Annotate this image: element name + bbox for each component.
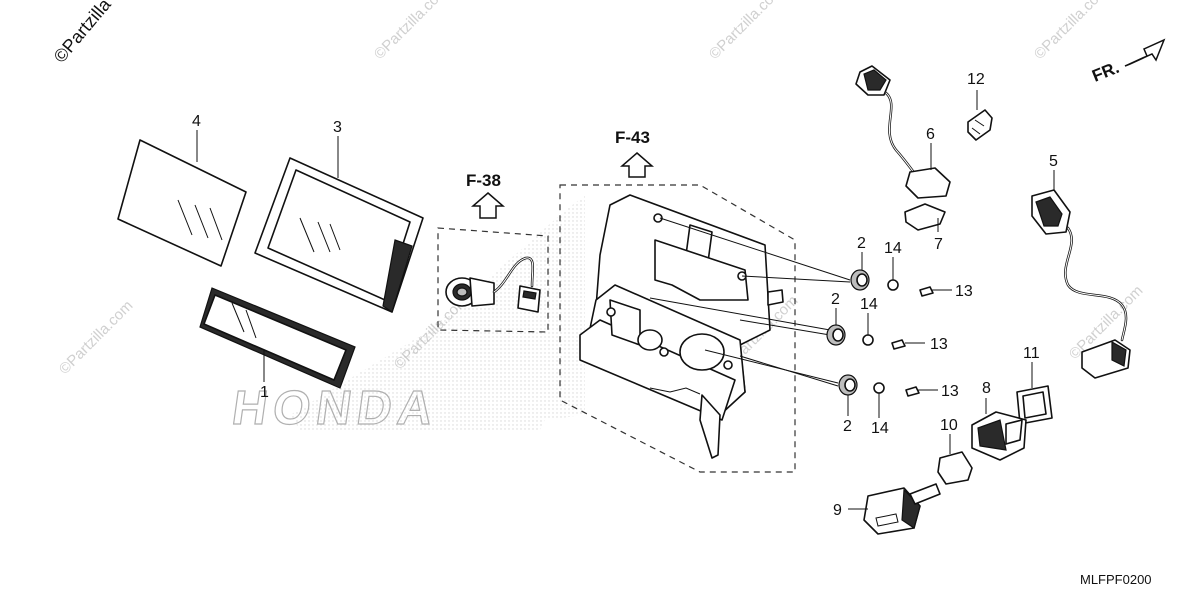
reference-f38: F-38 xyxy=(466,171,506,219)
label-10: 10 xyxy=(940,417,958,434)
label-leaders xyxy=(196,90,1055,510)
part-6-sensor[interactable] xyxy=(855,65,951,199)
label-2: 2 xyxy=(831,291,840,308)
label-2: 2 xyxy=(857,235,866,252)
label-12: 12 xyxy=(967,71,985,88)
mount-hardware-row-1[interactable] xyxy=(850,269,934,297)
arrow-icon xyxy=(1124,38,1166,67)
front-label: FR. xyxy=(1089,58,1122,86)
label-5: 5 xyxy=(1049,153,1058,170)
label-2: 2 xyxy=(843,418,852,435)
meter-bracket[interactable] xyxy=(579,194,784,459)
label-8: 8 xyxy=(982,380,991,397)
mount-hardware-row-3[interactable] xyxy=(838,374,920,397)
honda-watermark: HONDA xyxy=(229,381,442,435)
reference-f43: F-43 xyxy=(615,128,655,178)
part-1-meter-lens[interactable] xyxy=(199,287,356,389)
label-4: 4 xyxy=(192,113,201,130)
diagram-code: MLFPF0200 xyxy=(1080,572,1152,587)
part-4-screen-glass[interactable] xyxy=(117,139,247,267)
brand-mark: ©Partzilla xyxy=(50,0,116,67)
mount-hardware-row-2[interactable] xyxy=(826,324,906,350)
watermark: ©Partzilla.com xyxy=(371,0,452,63)
part-12-clip[interactable] xyxy=(967,109,993,141)
label-11: 11 xyxy=(1023,345,1040,362)
f38-detail-box xyxy=(437,227,549,333)
f43-detail-box xyxy=(559,184,851,473)
dotted-shadow-region xyxy=(290,195,585,430)
part-9-switch[interactable] xyxy=(863,483,941,535)
part-5-sensor[interactable] xyxy=(1031,189,1131,379)
part-7-pad[interactable] xyxy=(904,203,946,231)
watermark: ©Partzilla.com xyxy=(56,297,137,378)
up-arrow-icon xyxy=(619,152,655,178)
part-11-gasket[interactable] xyxy=(1016,385,1053,425)
watermark: ©Partzilla.com xyxy=(706,0,787,63)
front-direction-arrow: FR. xyxy=(1089,38,1166,86)
label-7: 7 xyxy=(934,236,943,253)
label-13: 13 xyxy=(955,283,973,300)
label-13: 13 xyxy=(930,336,948,353)
watermark: ©Partzilla.com xyxy=(1031,0,1112,63)
part-3-display-frame[interactable] xyxy=(254,157,424,313)
usb-socket[interactable] xyxy=(445,256,541,313)
label-1: 1 xyxy=(260,384,269,401)
label-14: 14 xyxy=(884,240,902,257)
reference-label: F-43 xyxy=(615,128,650,147)
part-labels: 4 3 1 2 14 13 2 14 13 2 14 13 6 7 12 5 1… xyxy=(192,71,1058,519)
part-8-socket-housing[interactable] xyxy=(971,411,1027,461)
reference-label: F-38 xyxy=(466,171,501,190)
label-9: 9 xyxy=(833,502,842,519)
up-arrow-icon xyxy=(470,192,506,219)
label-14: 14 xyxy=(860,296,878,313)
label-13: 13 xyxy=(941,383,959,400)
part-10-cap[interactable] xyxy=(937,451,973,485)
label-14: 14 xyxy=(871,420,889,437)
label-6: 6 xyxy=(926,126,935,143)
label-3: 3 xyxy=(333,119,342,136)
